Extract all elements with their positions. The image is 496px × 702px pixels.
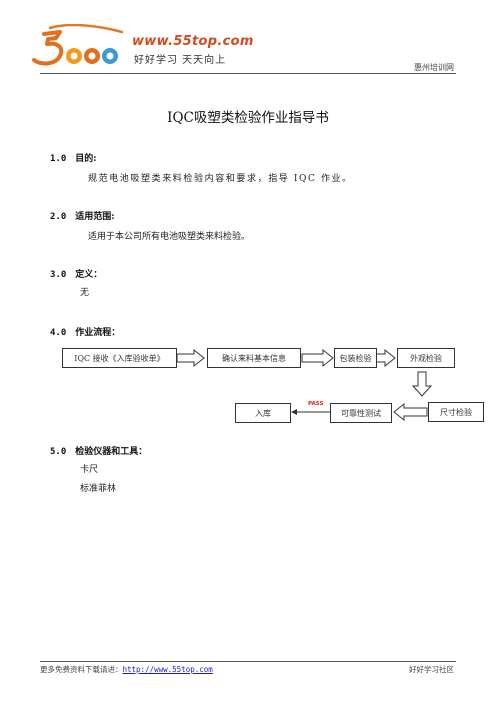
flow-arrow-right bbox=[176, 348, 205, 368]
footer-divider bbox=[40, 661, 456, 662]
section-heading: 5.0 检验仪器和工具： bbox=[50, 444, 147, 457]
section-label: 适用范围: bbox=[75, 212, 115, 222]
flow-step-receive: IQC 接收《入库验收单》 bbox=[62, 348, 177, 368]
section-number: 4.0 bbox=[50, 328, 67, 338]
section-heading: 3.0 定义： bbox=[50, 267, 102, 280]
footer-community: 好好学习社区 bbox=[409, 665, 454, 674]
section-heading: 4.0 作业流程： bbox=[50, 325, 120, 338]
flow-arrow-right bbox=[375, 348, 396, 368]
flow-step-confirm-info: 确认来料基本信息 bbox=[207, 348, 301, 368]
flow-arrow-down bbox=[411, 371, 433, 397]
footer-link[interactable]: http://www.55top.com bbox=[122, 665, 213, 674]
section-label: 目的: bbox=[75, 154, 97, 164]
flow-step-appearance: 外观检验 bbox=[397, 348, 455, 368]
tool-item: 标准菲林 bbox=[80, 484, 117, 494]
flow-arrow-right bbox=[301, 348, 334, 368]
section-text: 无 bbox=[80, 288, 90, 298]
section-text: 规范电池吸塑类来料检验内容和要求，指导 IQC 作业。 bbox=[88, 174, 353, 184]
logo-slogan: 好好学习 天天向上 bbox=[134, 55, 227, 66]
section-text: 适用于本公司所有电池吸塑类来料检验。 bbox=[88, 232, 251, 242]
section-heading: 1.0 目的: bbox=[50, 151, 97, 164]
section-heading: 2.0 适用范围: bbox=[50, 209, 115, 222]
pass-label: PASS bbox=[308, 401, 324, 407]
section-number: 2.0 bbox=[50, 212, 67, 222]
flow-step-reliability: 可靠性测试 bbox=[330, 403, 392, 423]
section-number: 1.0 bbox=[50, 154, 67, 164]
section-label: 作业流程： bbox=[75, 328, 121, 338]
logo-url-text: www.55top.com bbox=[132, 34, 254, 49]
section-number: 5.0 bbox=[50, 447, 67, 457]
section-label: 检验仪器和工具： bbox=[75, 447, 148, 457]
flow-step-storage: 入库 bbox=[235, 403, 291, 423]
site-logo-icon bbox=[32, 24, 124, 66]
document-title: IQC吸塑类检验作业指导书 bbox=[167, 110, 329, 126]
site-name: 惠州培训网 bbox=[414, 63, 454, 72]
footer-text: 更多免费资料下载请进： bbox=[40, 665, 123, 674]
flow-arrow-left bbox=[393, 402, 428, 422]
section-label: 定义： bbox=[75, 270, 103, 280]
flow-step-packaging: 包装检验 bbox=[334, 348, 377, 368]
flow-step-dimension: 尺寸检验 bbox=[428, 402, 484, 422]
tool-item: 卡尺 bbox=[80, 465, 99, 475]
section-number: 3.0 bbox=[50, 270, 67, 280]
header-divider bbox=[40, 73, 456, 74]
footer-download-note: 更多免费资料下载请进：http://www.55top.com bbox=[40, 664, 213, 675]
